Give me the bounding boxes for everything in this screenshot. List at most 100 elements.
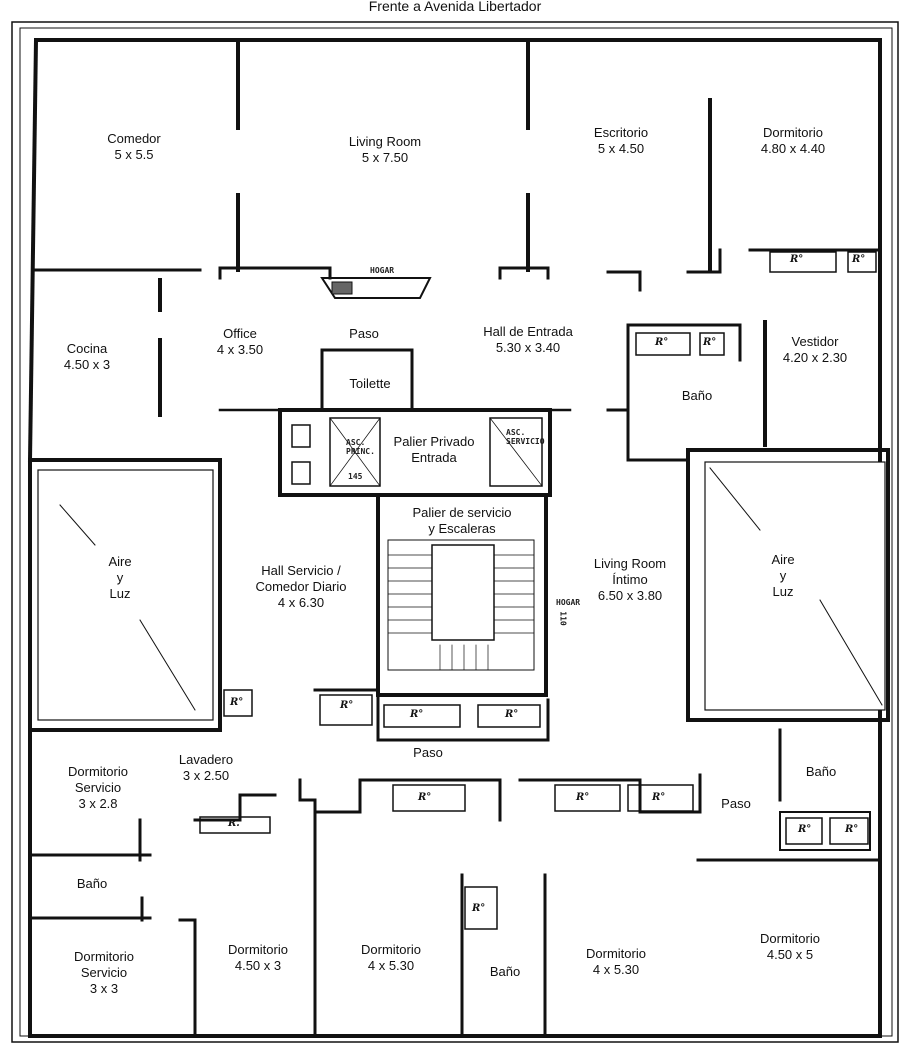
room-vestidor: Vestidor 4.20 x 2.30 — [783, 334, 847, 366]
room-line: Aire — [108, 554, 132, 569]
asc-princ-box — [329, 417, 381, 487]
asc-serv-box — [489, 417, 543, 487]
room-size: 4 x 5.30 — [367, 958, 415, 973]
shaft-number: 110 — [558, 611, 568, 626]
room-name: Baño — [489, 964, 521, 979]
room-size: 4.50 x 3 — [63, 357, 111, 372]
room-comedor: Comedor 5 x 5.5 — [107, 131, 160, 163]
radiator-symbol: R° — [576, 792, 590, 803]
room-size: 4.50 x 5 — [766, 947, 814, 962]
room-line: y Escaleras — [428, 521, 496, 536]
room-line: Aire — [771, 552, 795, 567]
room-palier-privado: Palier Privado Entrada — [394, 434, 475, 466]
room-toilette: Toilette — [349, 376, 390, 392]
radiator-symbol: R° — [230, 697, 244, 708]
room-lavadero: Lavadero 3 x 2.50 — [179, 752, 233, 784]
room-name: Dormitorio — [760, 931, 820, 946]
radiator-symbol: R° — [703, 337, 717, 348]
room-line: Servicio — [74, 780, 122, 795]
room-name: Toilette — [349, 376, 391, 391]
room-dorm-a: Dormitorio 4.50 x 3 — [228, 942, 288, 974]
room-name: Dormitorio — [361, 942, 421, 957]
radiator-symbol: R° — [652, 792, 666, 803]
room-size: 4.80 x 4.40 — [760, 141, 826, 156]
fireplace — [320, 277, 432, 299]
room-line: Dormitorio — [68, 764, 128, 779]
room-dorm-c: Dormitorio 4 x 5.30 — [586, 946, 646, 978]
room-line: Luz — [772, 584, 794, 599]
radiator-symbol: R° — [418, 792, 432, 803]
room-cocina: Cocina 4.50 x 3 — [64, 341, 110, 373]
room-size: 6.50 x 3.80 — [597, 588, 663, 603]
room-name: Paso — [349, 326, 379, 341]
room-dorm-d: Dormitorio 4.50 x 5 — [760, 931, 820, 963]
room-name: Baño — [681, 388, 713, 403]
radiator-symbol: R° — [798, 824, 812, 835]
room-line: Dormitorio — [74, 949, 134, 964]
room-name: Hall de Entrada — [483, 324, 573, 339]
radiator-symbol: R° — [340, 700, 354, 711]
room-hall-servicio: Hall Servicio / Comedor Diario 4 x 6.30 — [255, 563, 346, 611]
room-bano-principal: Baño — [682, 388, 712, 404]
exterior-wall-left-lower — [28, 710, 882, 1038]
room-name: Paso — [413, 745, 443, 760]
room-line: Comedor Diario — [255, 579, 347, 594]
radiator-symbol: R° — [852, 254, 866, 265]
room-dorm-b: Dormitorio 4 x 5.30 — [361, 942, 421, 974]
room-bano-central: Baño — [490, 964, 520, 980]
room-size: 3 x 2.50 — [182, 768, 230, 783]
room-dorm-servicio-1: Dormitorio Servicio 3 x 2.8 — [68, 764, 128, 812]
exterior-wall-top — [34, 38, 882, 462]
room-bano-servicio: Baño — [77, 876, 107, 892]
room-name: Baño — [76, 876, 108, 891]
exterior-wall-left — [27, 37, 39, 463]
room-size: 4 x 5.30 — [592, 962, 640, 977]
room-name: Living Room — [348, 134, 422, 149]
room-aire-right: Aire y Luz — [771, 552, 794, 600]
room-line: Luz — [109, 586, 131, 601]
radiator-symbol: R° — [790, 254, 804, 265]
room-line: Palier de servicio — [412, 505, 512, 520]
room-hall-entrada: Hall de Entrada 5.30 x 3.40 — [483, 324, 573, 356]
radiator-symbol: R° — [655, 337, 669, 348]
radiator-symbol: R° — [505, 709, 519, 720]
radiator-symbol: R° — [845, 824, 859, 835]
room-palier-servicio: Palier de servicio y Escaleras — [413, 505, 512, 537]
room-line: y — [116, 570, 124, 585]
room-living-intimo: Living Room Íntimo 6.50 x 3.80 — [594, 556, 666, 604]
asc-serv-label: ASC. SERVICIO — [506, 428, 545, 446]
room-size: 4 x 3.50 — [216, 342, 264, 357]
room-dormitorio-principal: Dormitorio 4.80 x 4.40 — [761, 125, 825, 157]
room-size: 3 x 3 — [89, 981, 119, 996]
room-name: Lavadero — [178, 752, 234, 767]
asc-princ-number: 145 — [348, 472, 363, 481]
air-shaft-right — [686, 448, 890, 722]
room-name: Dormitorio — [586, 946, 646, 961]
room-paso-right: Paso — [721, 796, 751, 812]
room-line: Servicio — [80, 965, 128, 980]
room-name: Comedor — [107, 131, 161, 146]
hogar-label: HOGAR — [370, 266, 395, 275]
hogar-small-label: HOGAR — [556, 598, 581, 607]
room-paso-mid: Paso — [413, 745, 443, 761]
room-office: Office 4 x 3.50 — [217, 326, 263, 358]
asc-princ-label: ASC. PRINC. — [346, 438, 375, 456]
room-name: Paso — [721, 796, 751, 811]
room-line: Living Room — [593, 556, 667, 571]
room-name: Escritorio — [593, 125, 649, 140]
room-size: 5.30 x 3.40 — [495, 340, 561, 355]
room-name: Vestidor — [791, 334, 839, 349]
plan-title: Frente a Avenida Libertador — [368, 0, 542, 14]
room-line: Entrada — [411, 450, 457, 465]
room-name: Baño — [805, 764, 837, 779]
room-size: 4.20 x 2.30 — [782, 350, 848, 365]
room-name: Dormitorio — [763, 125, 823, 140]
room-bano-right: Baño — [806, 764, 836, 780]
room-line: Íntimo — [612, 572, 648, 587]
outer-wall-outline — [11, 21, 899, 1043]
room-size: 5 x 7.50 — [361, 150, 409, 165]
room-name: Dormitorio — [228, 942, 288, 957]
room-size: 5 x 4.50 — [597, 141, 645, 156]
room-escritorio: Escritorio 5 x 4.50 — [594, 125, 648, 157]
